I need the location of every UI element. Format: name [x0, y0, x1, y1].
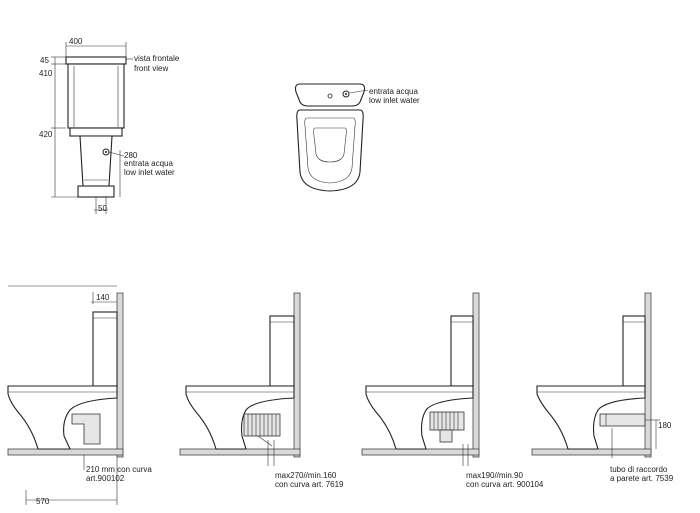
note-3-line2: con curva art. 900104	[466, 480, 544, 489]
dim-180: 180	[658, 421, 672, 430]
inlet-marker-top	[342, 90, 350, 98]
pedestal	[79, 135, 113, 187]
front-view-label-en: front view	[134, 64, 168, 73]
floor-3	[361, 448, 480, 456]
top-cistern	[294, 83, 366, 107]
dim-410: 410	[39, 69, 53, 78]
bowl-2	[185, 385, 295, 450]
note-1-line1: 210 mm con curva	[86, 465, 152, 474]
bowl-1	[7, 385, 118, 450]
side-view-2: max270//min.160 con curva art. 7619	[179, 292, 344, 489]
bowl-3	[365, 385, 474, 450]
bowl-4	[536, 385, 646, 450]
dim-140: 140	[96, 293, 110, 302]
note-4-line1: tubo di raccordo	[610, 465, 668, 474]
pipe-2	[243, 413, 281, 437]
top-bowl-opening	[313, 127, 347, 163]
note-4-line2: a parete art. 7539	[610, 474, 674, 483]
dim-280: 280	[124, 151, 138, 160]
floor-1	[7, 448, 124, 456]
dim-45: 45	[40, 56, 49, 65]
side-view-3: max190//min.90 con curva art. 900104	[361, 292, 544, 489]
note-2-line1: max270//min.160	[275, 471, 337, 480]
front-inlet-label-en: low inlet water	[124, 168, 175, 177]
note-1-line2: art.900102	[86, 474, 125, 483]
wall-2	[293, 292, 301, 458]
note-3-line1: max190//min.90	[466, 471, 523, 480]
cistern-body	[67, 63, 125, 129]
floor-2	[179, 448, 301, 456]
note-2-line2: con curva art. 7619	[275, 480, 344, 489]
dim-width: 400	[69, 37, 83, 46]
top-seat	[296, 109, 364, 192]
front-view: 400 45 410 420 280 entrata acqua low inl…	[39, 37, 180, 214]
cistern-3	[450, 315, 474, 387]
side-view-1: 140 210 mm con curva art.900102 570	[7, 285, 152, 506]
cistern-2	[269, 315, 295, 387]
bowl-rim	[69, 127, 123, 137]
pipe-3	[429, 411, 465, 431]
top-inlet-label-en: low inlet water	[369, 96, 420, 105]
side-view-4: 180 tubo di raccordo a parete art. 7539	[531, 292, 674, 483]
wall-3	[472, 292, 480, 458]
dim-570: 570	[36, 497, 50, 506]
front-view-label-it: vista frontale	[134, 54, 180, 63]
cistern-1	[92, 311, 118, 387]
dim-50: 50	[98, 204, 107, 213]
top-inlet-label-it: entrata acqua	[369, 87, 418, 96]
cistern-lid	[65, 56, 127, 65]
front-inlet-label-it: entrata acqua	[124, 159, 173, 168]
cistern-4	[622, 315, 646, 387]
dim-420: 420	[39, 130, 53, 139]
floor-4	[531, 448, 652, 456]
pipe-4	[599, 413, 646, 427]
wall-4	[644, 292, 652, 458]
pipe-1	[71, 413, 101, 445]
top-view: entrata acqua low inlet water	[294, 83, 420, 192]
pedestal-base	[77, 185, 115, 198]
wall-1	[116, 292, 124, 458]
